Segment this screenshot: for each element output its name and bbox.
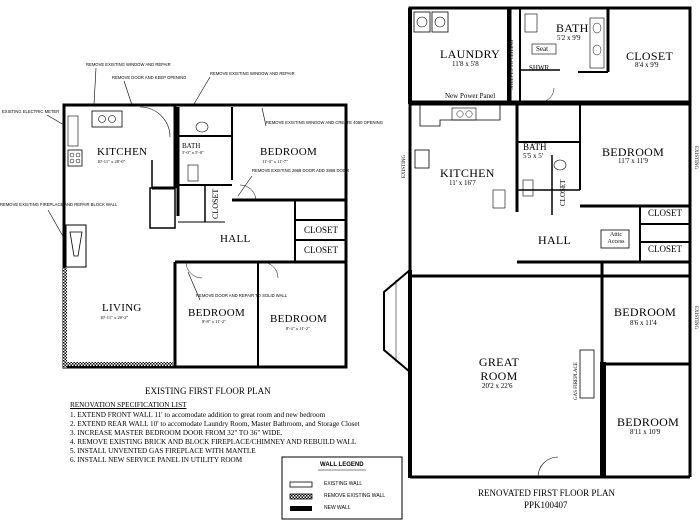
note-window1: REMOVE EXISTING WINDOW AND REPAIR [86,62,171,67]
new-wall [408,270,412,478]
spec-heading: RENOVATION SPECIFICATION LIST [70,401,187,409]
existing-bedroom3-label: BEDROOM [270,313,328,325]
existing-living-dim: 10'-11" x 20'-2" [100,315,129,320]
note-window3: REMOVE EXISTING WINDOW AND CREATE 4050 O… [266,120,383,125]
reno-closet-vertical: CLOSET [559,179,567,206]
legend-item-new: NEW WALL [324,505,351,511]
note-door1: REMOVE DOOR AND KEEP OPENING [112,75,187,80]
existing-bedroom1-dim: 11'-0" x 11'-7" [262,159,288,164]
kitchen-sink [451,107,477,121]
reno-bath-master-dim: 5'2 x 9'9 [557,34,581,42]
existing-bath-label: BATH [182,142,201,150]
reno-gas-fireplace: GAS FIREPLACE [574,362,579,400]
leader-lines [46,67,267,301]
existing-bedroom2-label: BEDROOM [188,307,246,319]
range [67,149,83,167]
spec-item: 5. INSTALL UNVENTED GAS FIREPLACE WITH M… [70,447,256,455]
spec-item: 2. EXTEND REAR WALL 10' to accomodate La… [70,420,360,428]
vanity [589,17,605,69]
existing-closet1: CLOSET [304,225,339,235]
attic-access [600,229,630,249]
spec-item: 4. REMOVE EXISTING BRICK AND BLOCK FIREP… [70,438,357,446]
reno-kitchen-dim: 11' x 16'7 [449,179,476,187]
reno-bedroom1-label: BEDROOM [602,145,665,159]
reno-closet2: CLOSET [648,244,683,254]
reno-kitchen-label: KITCHEN [440,166,495,180]
remove-wall-hatch [63,362,173,366]
reno-laundry-label: LAUNDRY [440,47,501,61]
reno-existing-right-bottom: EXISTING [693,306,698,330]
existing-kitchen-dim: 10'-11" x 28'-0" [97,159,126,164]
existing-plan-walls [62,103,348,369]
sink [91,110,123,128]
reno-bedroom1-dim: 11'7 x 11'9 [618,157,649,165]
legend-title: WALL LEGEND [320,462,364,468]
toilet [524,13,538,33]
reno-great-room-label: GREAT ROOM [478,355,520,383]
fireplace [65,224,87,268]
reno-bath-label: BATH [523,142,547,152]
new-wall [507,8,511,102]
reno-attic-label: Attic Access [607,232,625,245]
reno-bedroom3-label: BEDROOM [617,415,680,429]
note-window2: REMOVE EXISTING WINDOW AND REPAIR [210,71,295,76]
note-door3: REMOVE DOOR AND REPAIR TO SOLID WALL [196,293,288,298]
reno-bedroom2-label: BEDROOM [614,305,677,319]
new-wall [600,362,606,477]
reno-existing-left: EXISTING [402,154,407,178]
existing-living-label: LIVING [102,302,142,314]
reno-closet1: CLOSET [648,208,683,218]
kitchen-counter [419,104,501,127]
reno-seat: Seat [536,45,549,53]
remove-wall-hatch [63,268,67,368]
washer [413,11,431,33]
note-meter: EXISTING ELECTRIC METER [2,109,60,114]
reno-power-panel: New Power Panel [445,92,496,100]
existing-bedroom3-dim: 8'-4" x 11'-2" [286,326,310,331]
reno-closet-master-label: CLOSET [626,49,674,63]
reno-bedroom2-dim: 8'6 x 11'4 [630,319,657,327]
renovated-plan-walls [383,6,692,479]
existing-plan-title: EXISTING FIRST FLOOR PLAN [145,386,271,396]
reno-closet-master-dim: 8'4 x 9'9 [635,61,659,69]
range [414,149,430,169]
existing-kitchen-label: KITCHEN [97,146,148,158]
existing-hall-label: HALL [220,233,251,245]
renovated-plan-title: RENOVATED FIRST FLOOR PLAN [478,488,615,498]
reno-great-room-dim: 20'2 x 22'6 [482,382,513,390]
wall-legend-box [281,456,403,520]
reno-laundry-dim: 11'8 x 5'8 [452,60,479,68]
reno-bath-dim: 5'5 x 5' [523,152,544,160]
spec-item: 6. INSTALL NEW SERVICE PANEL IN UTILITY … [70,456,243,464]
existing-closet2: CLOSET [304,245,339,255]
reno-hall-label: HALL [538,233,572,247]
reno-shwr: SHWR [529,64,550,72]
note-door2: REMOVE EXISTING 2668 DOOR ADD 2868 DOOR [252,168,350,173]
new-wall [408,8,412,104]
existing-bedroom2-dim: 8'-8" x 11'-2" [202,319,226,324]
spec-item: 3. INCREASE MASTER BEDROOM DOOR FROM 32"… [70,429,283,437]
reno-shelves: SHELVES TO CEILING [510,39,515,90]
legend-item-remove: REMOVE EXISTING WALL [324,493,386,499]
existing-closet-vertical: CLOSET [211,188,220,219]
dryer [431,11,449,33]
note-fireplace: REMOVE EXISTING FIREPLACE AND REPAIR BLO… [0,202,118,207]
existing-bath-dim: 5'-0" x 5'-0" [182,150,204,155]
gas-fireplace [579,349,595,399]
fridge [492,189,506,209]
legend-item-existing: EXISTING WALL [324,481,363,487]
reno-existing-right-top: EXISTING [693,146,698,170]
spec-item: 1. EXTEND FRONT WALL 11' to accomodate a… [70,411,326,419]
existing-bedroom1-label: BEDROOM [260,146,318,158]
renovated-plan-code: PPK100407 [524,500,568,510]
reno-bedroom3-dim: 8'11 x 10'9 [630,428,661,436]
reno-bath-master-label: BATH [556,21,589,35]
